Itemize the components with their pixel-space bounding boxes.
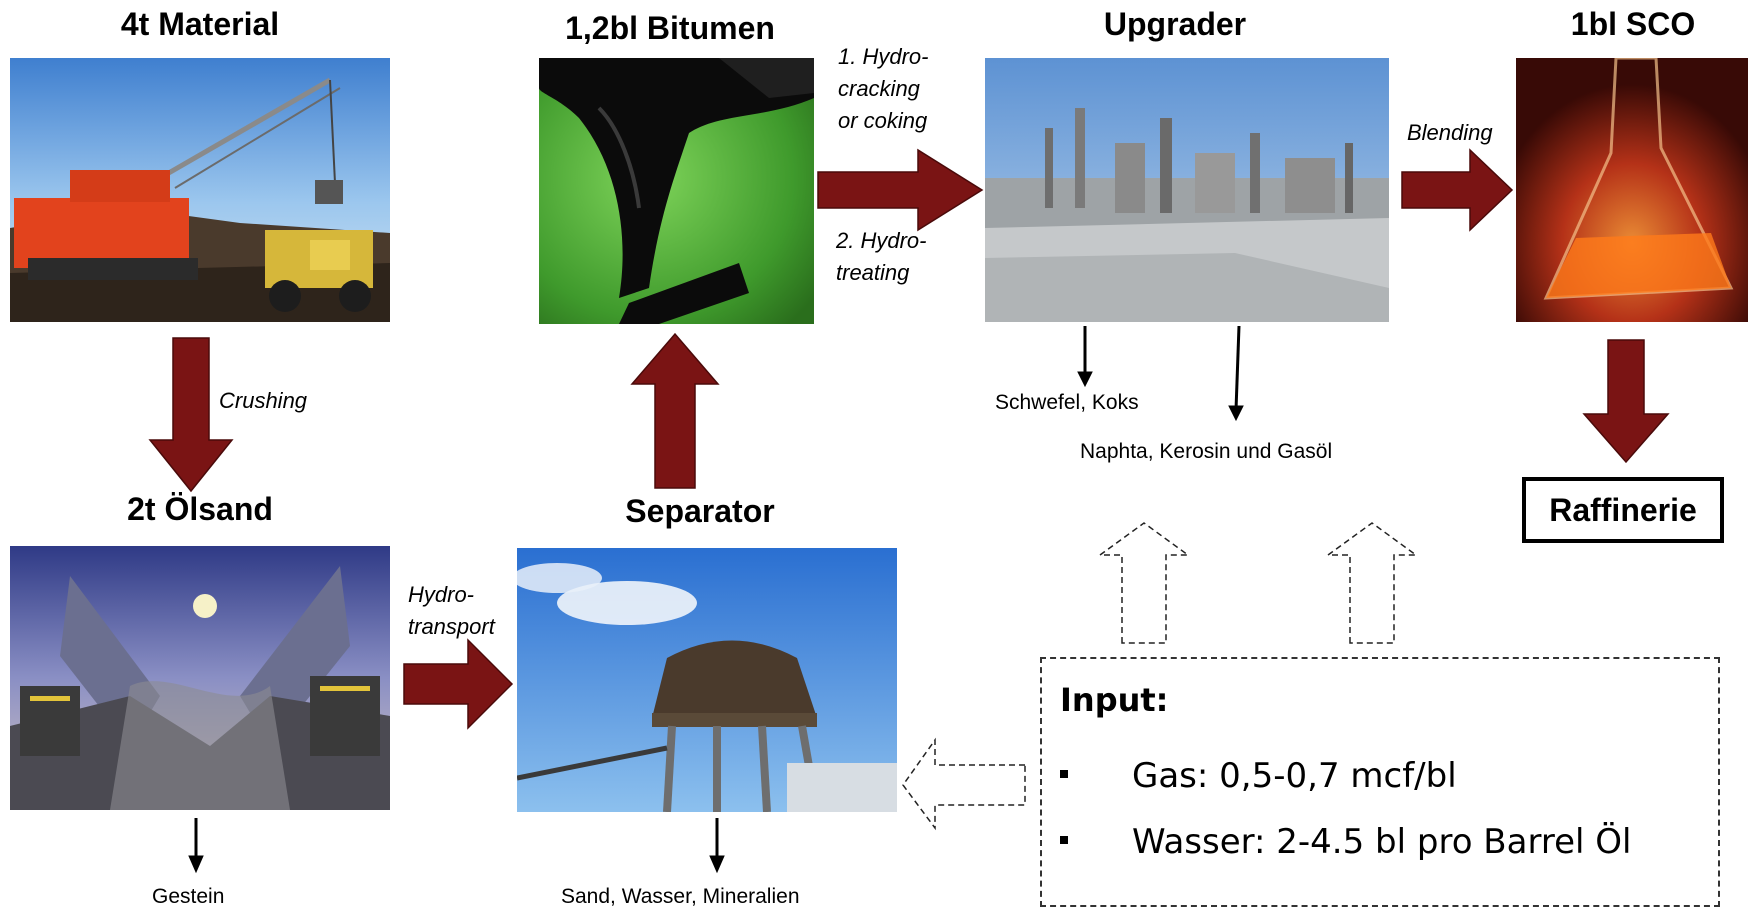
mining-shovel-photo bbox=[10, 58, 390, 322]
hydrotransport-label-line1: Hydro- bbox=[408, 582, 475, 607]
title-separator: Separator bbox=[625, 493, 775, 529]
bitumen-to-upgrader-arrow bbox=[817, 148, 984, 232]
bitumen-photo bbox=[539, 58, 814, 324]
title-sco: 1bl SCO bbox=[1570, 6, 1696, 42]
input-item-text: Gas: 0,5-0,7 mcf/bl bbox=[1132, 756, 1457, 796]
upgrader-plant-photo bbox=[985, 58, 1389, 322]
sco-to-raffinerie-arrow bbox=[1582, 339, 1670, 464]
hydrocracking-label-line3: or coking bbox=[838, 108, 928, 133]
input-item-wasser: Wasser: 2-4.5 bl pro Barrel Öl bbox=[1060, 822, 1631, 862]
output-arrows bbox=[188, 325, 1244, 874]
separator-to-bitumen-arrow bbox=[630, 332, 720, 489]
input-box: Input: Gas: 0,5-0,7 mcf/bl Wasser: 2-4.5… bbox=[1040, 657, 1720, 907]
oelsand-photo bbox=[10, 546, 390, 810]
hydrotransport-label-line2: transport bbox=[408, 614, 495, 639]
hydrotreating-label-line2: treating bbox=[836, 260, 910, 285]
bullet-icon bbox=[1060, 769, 1068, 778]
input-item-gas: Gas: 0,5-0,7 mcf/bl bbox=[1060, 756, 1457, 796]
upgrader-to-sco-arrow bbox=[1401, 148, 1514, 232]
input-item-text: Wasser: 2-4.5 bl pro Barrel Öl bbox=[1132, 822, 1632, 862]
schwefel-koks-label: Schwefel, Koks bbox=[995, 391, 1139, 414]
blending-label: Blending bbox=[1407, 120, 1493, 145]
title-bitumen: 1,2bl Bitumen bbox=[565, 10, 775, 46]
separator-photo bbox=[517, 548, 897, 812]
crushing-label: Crushing bbox=[219, 388, 308, 413]
sco-flask-photo bbox=[1516, 58, 1748, 322]
sand-wasser-label: Sand, Wasser, Mineralien bbox=[561, 885, 800, 908]
hydrotransport-arrow bbox=[403, 638, 514, 730]
hydrocracking-label-line2: cracking bbox=[838, 76, 920, 101]
input-dashed-arrows bbox=[902, 522, 1419, 831]
hydrotreating-label-line1: 2. Hydro- bbox=[836, 228, 927, 253]
input-title: Input: bbox=[1060, 681, 1169, 719]
gestein-label: Gestein bbox=[152, 885, 225, 908]
crushing-arrow bbox=[148, 337, 234, 493]
bullet-icon bbox=[1060, 835, 1068, 844]
title-material: 4t Material bbox=[120, 6, 280, 42]
hydrocracking-label-line1: 1. Hydro- bbox=[838, 44, 929, 69]
naphta-label: Naphta, Kerosin und Gasöl bbox=[1080, 440, 1333, 463]
title-upgrader: Upgrader bbox=[1103, 6, 1247, 42]
title-oelsand: 2t Ölsand bbox=[127, 491, 273, 527]
raffinerie-box: Raffinerie bbox=[1522, 477, 1724, 543]
